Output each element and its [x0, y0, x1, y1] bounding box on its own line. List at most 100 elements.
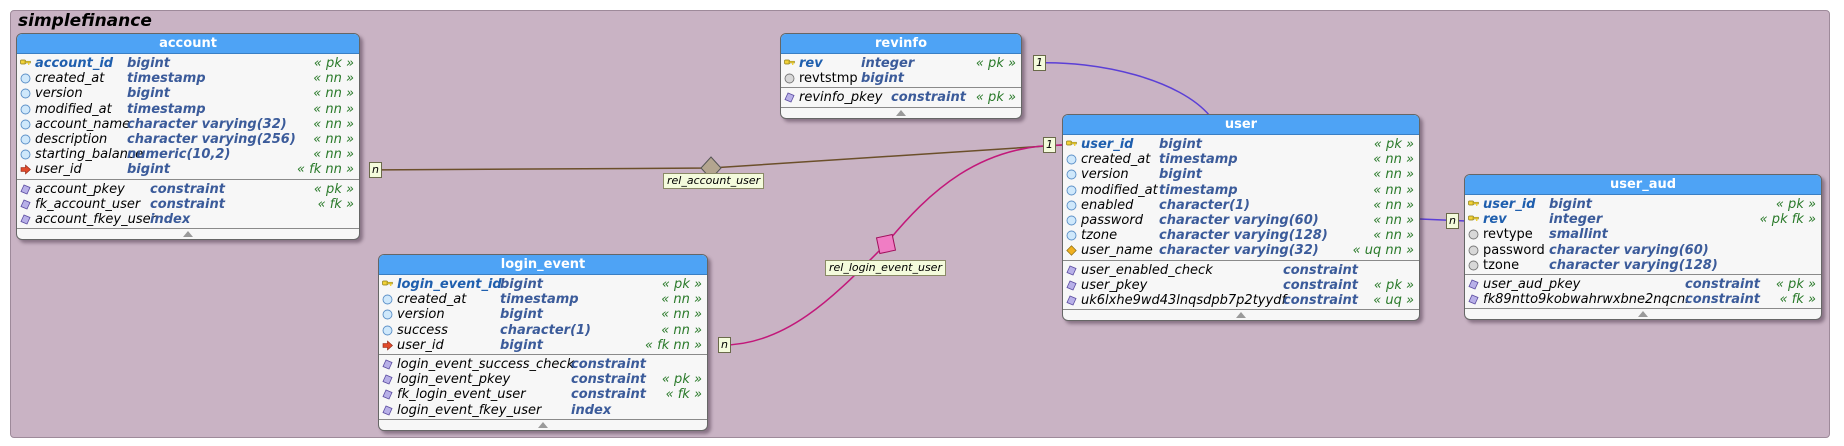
- column-type: character varying(256): [127, 131, 296, 147]
- collapse-triangle-icon[interactable]: [183, 231, 193, 238]
- constraint-type: constraint: [1685, 292, 1760, 308]
- column-name: success: [397, 322, 448, 338]
- constraint-name: fk89ntto9kobwahrwxbne2nqcnr: [1483, 292, 1691, 308]
- constraint-icon: [382, 389, 393, 400]
- table-title[interactable]: login_event: [379, 255, 707, 275]
- rel-login-event-user-label[interactable]: rel_login_event_user: [825, 260, 946, 276]
- column-name: modified_at: [35, 101, 112, 117]
- table-footer[interactable]: [17, 228, 359, 239]
- constraint-icon: [382, 404, 393, 416]
- table-footer[interactable]: [1465, 308, 1821, 319]
- rel-account-user-label[interactable]: rel_account_user: [663, 173, 765, 189]
- constraint-type: constraint: [571, 356, 646, 372]
- unique-key-icon: [1066, 245, 1077, 257]
- collapse-triangle-icon[interactable]: [1638, 311, 1648, 318]
- column-type: smallint: [1549, 227, 1608, 243]
- constraint-icon: [1468, 294, 1479, 305]
- column-type: character varying(128): [1159, 228, 1328, 244]
- constraint-name: fk_login_event_user: [397, 387, 526, 403]
- primary-key-icon: [382, 279, 393, 290]
- column-type: integer: [861, 56, 915, 71]
- column-name: starting_balance: [35, 147, 144, 163]
- column-type: bigint: [861, 71, 904, 87]
- table-footer[interactable]: [781, 106, 1021, 118]
- column-icon: [1066, 185, 1077, 196]
- collapse-triangle-icon[interactable]: [538, 421, 548, 428]
- column-icon: [20, 149, 31, 160]
- column-icon: [382, 325, 393, 336]
- nullable-column-icon: [1468, 245, 1479, 256]
- column-type: timestamp: [127, 71, 206, 87]
- column-type: integer: [1549, 212, 1603, 228]
- column-name: version: [35, 86, 83, 102]
- table-footer[interactable]: [1063, 309, 1419, 320]
- primary-key-icon: [1468, 199, 1479, 210]
- column-icon: [20, 73, 31, 84]
- table-title[interactable]: user: [1063, 115, 1419, 135]
- constraint-icon: [20, 199, 31, 210]
- cardinality-user-aud-n: n: [1446, 213, 1459, 229]
- column-row[interactable]: revtype smallint: [1465, 227, 1821, 242]
- collapse-triangle-icon[interactable]: [896, 109, 906, 116]
- primary-key-icon: [20, 58, 31, 69]
- collapse-triangle-icon[interactable]: [1236, 312, 1246, 319]
- column-type: character varying(32): [127, 116, 287, 132]
- column-name: revtype: [1483, 227, 1533, 243]
- table-title[interactable]: revinfo: [781, 34, 1021, 54]
- table-footer[interactable]: [379, 418, 707, 430]
- table-title[interactable]: account: [17, 34, 359, 54]
- nullable-column-icon: [784, 73, 795, 84]
- column-flags: « pk »: [313, 56, 354, 71]
- table-title[interactable]: user_aud: [1465, 175, 1821, 195]
- constraint-type: index: [571, 402, 612, 418]
- column-name: enabled: [1081, 197, 1134, 213]
